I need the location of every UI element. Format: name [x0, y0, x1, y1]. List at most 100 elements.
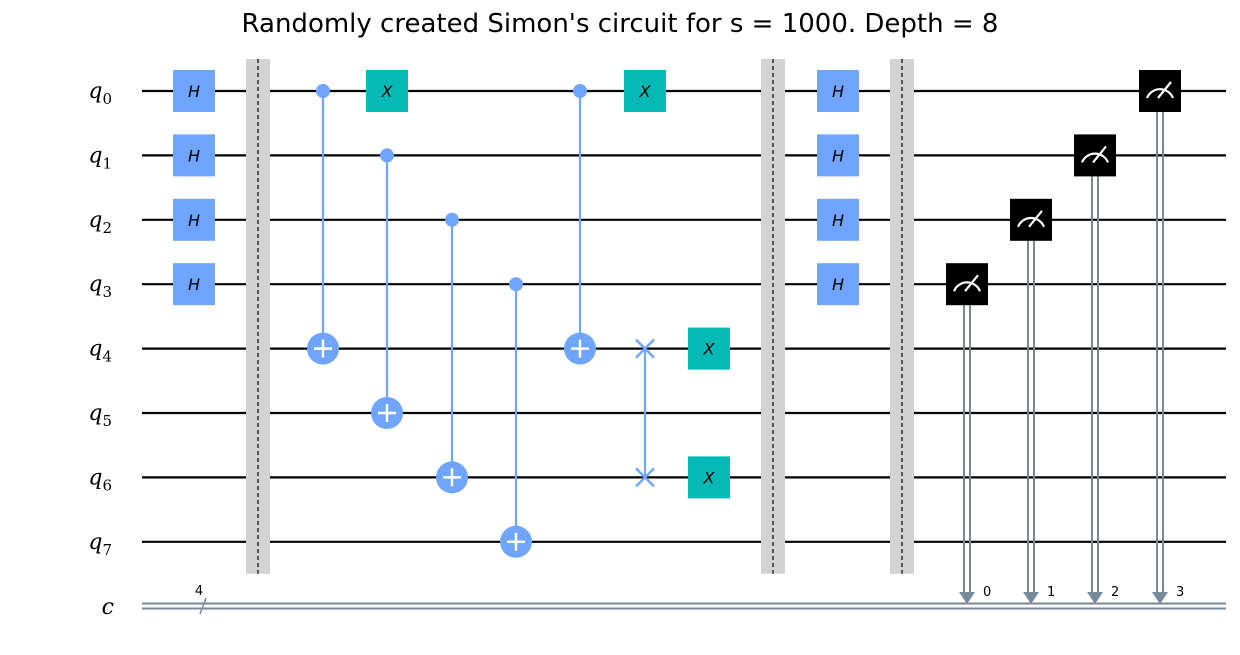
qubit-label-name: q — [88, 530, 102, 555]
gate-label: X — [703, 340, 716, 359]
gate-label: H — [188, 211, 200, 230]
gate-box — [688, 456, 730, 499]
meter-needle-icon — [1028, 210, 1043, 228]
measure-arrow — [1152, 592, 1168, 604]
qubit-label-name: q — [88, 465, 102, 490]
gate-box — [817, 198, 859, 241]
control-dot — [445, 212, 459, 227]
qubit-label-index: 0 — [102, 90, 112, 108]
meter-needle-icon — [964, 274, 979, 292]
measure-box — [1010, 198, 1052, 241]
measure-gate: 3 — [1139, 70, 1184, 604]
qubit-label: q4 — [88, 337, 112, 366]
control-dot — [316, 84, 330, 98]
measure-box — [1074, 134, 1116, 177]
control-dot — [380, 148, 394, 163]
gate-label: X — [381, 82, 394, 101]
qubit-label: q0 — [88, 79, 112, 108]
gate-label: X — [639, 82, 652, 101]
meter-arc-icon — [1080, 152, 1110, 163]
circuit-title: Randomly created Simon's circuit for s =… — [242, 9, 999, 39]
gate-label: H — [832, 82, 844, 101]
clbit-index-label: 3 — [1176, 585, 1184, 600]
gate-box — [817, 70, 859, 112]
meter-arc-icon — [1145, 88, 1175, 99]
control-dot — [573, 84, 587, 98]
qubit-label-index: 2 — [102, 219, 112, 237]
meter-needle-icon — [1157, 81, 1172, 99]
qubit-label-index: 3 — [102, 283, 112, 301]
meter-needle-icon — [1092, 145, 1107, 164]
x-gate: X — [624, 70, 666, 112]
gate-label: H — [832, 211, 844, 230]
measure-box — [1139, 70, 1181, 112]
cnot-gate — [436, 212, 468, 494]
qubit-label-name: q — [88, 79, 102, 104]
hadamard-gate: H — [173, 134, 215, 177]
qubit-label: q2 — [88, 208, 112, 237]
cnot-gate — [564, 84, 596, 365]
measure-gate: 1 — [1010, 198, 1055, 604]
gate-label: H — [188, 82, 200, 101]
gate-box — [173, 263, 215, 306]
qubit-label-index: 7 — [102, 541, 112, 559]
qubit-label-index: 4 — [102, 348, 112, 366]
qubit-label-name: q — [88, 401, 102, 426]
gate-box — [624, 70, 666, 112]
gate-box — [173, 134, 215, 177]
x-gate: X — [366, 70, 408, 112]
measure-gate: 2 — [1074, 134, 1119, 604]
hadamard-gate: H — [173, 70, 215, 112]
hadamard-gate: H — [817, 263, 859, 306]
measure-box — [946, 263, 988, 306]
qubit-label-name: q — [88, 208, 102, 233]
cnot-gate — [500, 277, 532, 558]
gate-label: H — [188, 275, 200, 294]
qubit-label-name: q — [88, 143, 102, 168]
swap-cross — [635, 467, 655, 488]
hadamard-gate: H — [817, 198, 859, 241]
control-dot — [509, 277, 523, 292]
hadamard-gate: H — [173, 198, 215, 241]
qubit-label-index: 5 — [102, 412, 112, 430]
gate-label: H — [188, 146, 200, 165]
classical-register-label: c — [102, 595, 114, 620]
qubit-label-name: q — [88, 272, 102, 297]
gate-box — [366, 70, 408, 112]
gate-label: H — [832, 275, 844, 294]
x-gate: X — [688, 456, 730, 499]
cnot-gate — [307, 84, 339, 365]
gate-box — [817, 134, 859, 177]
gate-box — [173, 70, 215, 112]
operations-layer: H H H H X X X X H H H H 0 1 2 3 — [173, 70, 1184, 604]
qubit-label-name: q — [88, 337, 102, 362]
wires-layer — [142, 89, 1226, 610]
hadamard-gate: H — [173, 263, 215, 306]
swap-cross — [635, 338, 655, 359]
qubit-label: q7 — [88, 530, 112, 559]
measure-arrow — [1023, 592, 1039, 604]
gate-box — [688, 327, 730, 370]
clbit-index-label: 2 — [1111, 585, 1119, 600]
qubit-label-index: 6 — [102, 476, 112, 494]
measure-arrow — [1087, 592, 1103, 604]
hadamard-gate: H — [817, 70, 859, 112]
barriers-layer — [246, 59, 914, 574]
measure-arrow — [959, 592, 975, 604]
qubit-label: q3 — [88, 272, 112, 301]
gate-box — [173, 198, 215, 241]
qubit-label: q6 — [88, 465, 112, 494]
gate-label: X — [703, 468, 716, 487]
hadamard-gate: H — [817, 134, 859, 177]
gate-box — [817, 263, 859, 306]
register-width-slash — [199, 597, 207, 615]
clbit-index-label: 0 — [983, 585, 991, 600]
cnot-gate — [371, 148, 403, 429]
qubit-label: q1 — [88, 143, 112, 172]
swap-gate — [635, 338, 655, 488]
meter-arc-icon — [952, 281, 982, 292]
register-width-label: 4 — [195, 584, 203, 599]
x-gate: X — [688, 327, 730, 370]
